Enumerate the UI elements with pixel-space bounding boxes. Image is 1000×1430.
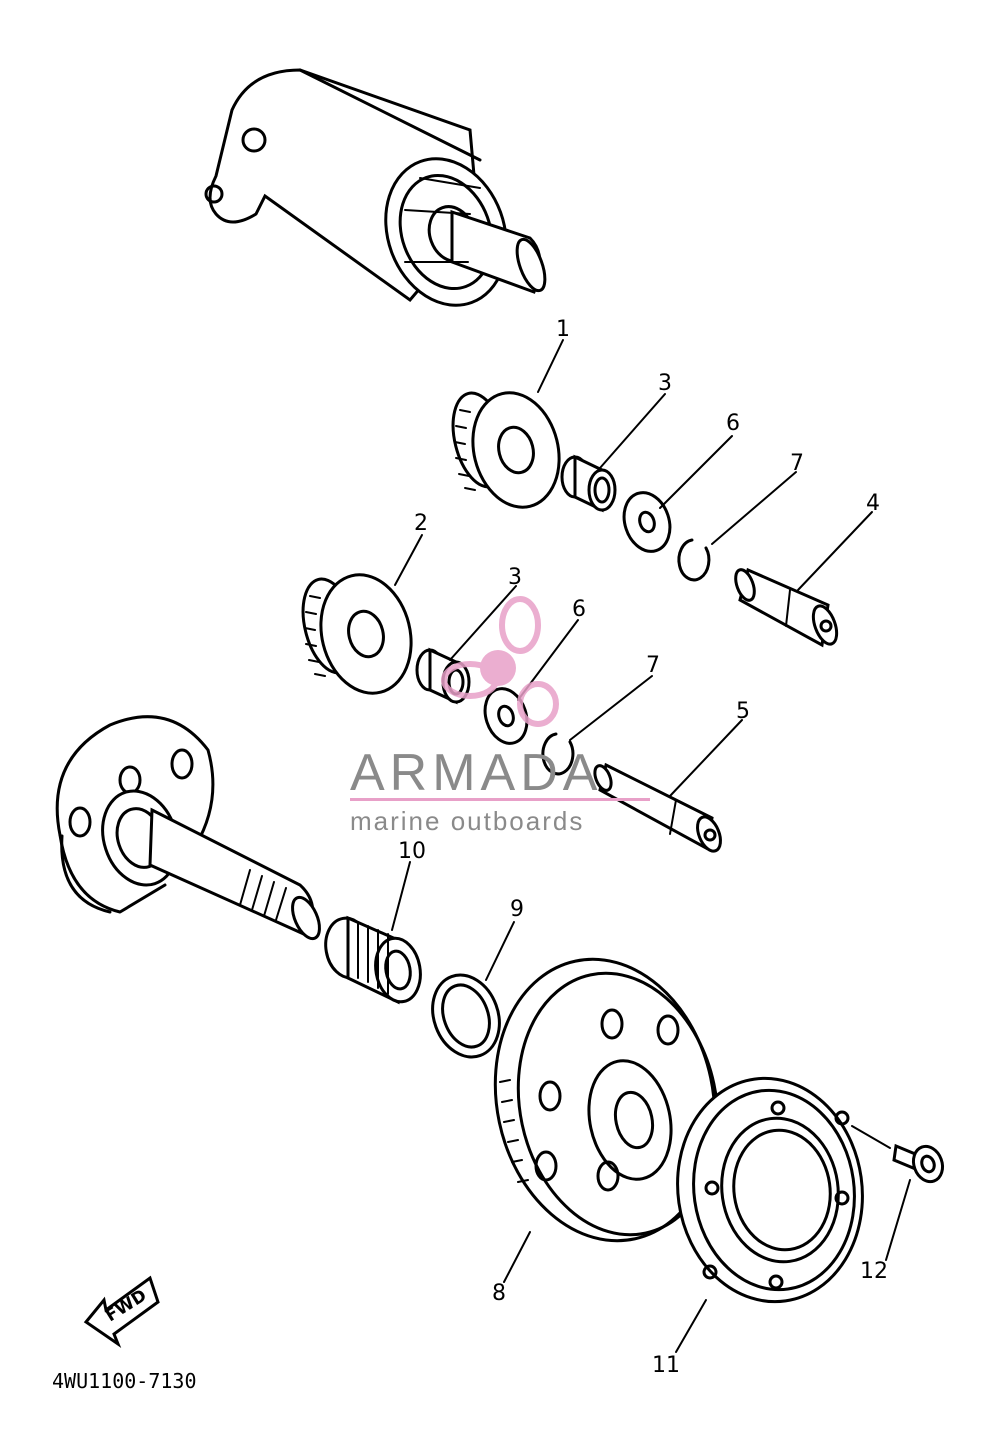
wheel-gear-8	[493, 957, 720, 1243]
propeller-logo-icon	[441, 596, 559, 727]
one-way-clutch-11	[676, 1076, 864, 1304]
callout-10: 10	[398, 839, 426, 864]
circlip-7-lower	[541, 732, 575, 776]
needle-bearing-10	[324, 915, 422, 1005]
callout-7-upper: 7	[790, 451, 804, 476]
idler-gear-1	[451, 391, 561, 509]
washer-6-upper	[622, 491, 672, 553]
callout-3-upper: 3	[658, 371, 672, 396]
watermark-name: ARMADA	[350, 744, 602, 802]
needle-bearing-3-upper	[560, 454, 617, 513]
idler-gear-2	[301, 573, 413, 695]
clutch-shaft-assembly	[55, 715, 321, 941]
callout-1: 1	[556, 317, 570, 342]
callout-8: 8	[492, 1281, 506, 1306]
callout-12: 12	[860, 1259, 888, 1284]
callout-4: 4	[866, 491, 880, 516]
fwd-direction-arrow: FWD	[83, 1275, 160, 1349]
shaft-4	[734, 567, 839, 648]
callout-5: 5	[736, 699, 750, 724]
leader-lines	[391, 339, 911, 1353]
callout-6-upper: 6	[726, 411, 740, 436]
callout-7-lower: 7	[646, 653, 660, 678]
shaft-5	[593, 762, 722, 853]
callout-3-lower: 3	[508, 565, 522, 590]
watermark-divider	[350, 798, 650, 801]
armada-watermark: ARMADA marine outboards	[350, 596, 650, 836]
part-code: 4WU1100-7130	[52, 1369, 197, 1393]
circlip-7-upper	[677, 538, 711, 582]
starter-motor-drawing	[204, 68, 547, 307]
callout-6-lower: 6	[572, 597, 586, 622]
callout-labels: 1 2 3 3 4 5 6 6 7 7 8 9 10 11 12	[398, 317, 888, 1378]
callout-9: 9	[510, 897, 524, 922]
washer-6-lower	[483, 687, 529, 745]
callout-11: 11	[652, 1353, 680, 1378]
washer-9	[431, 973, 501, 1059]
bolt-12	[892, 1143, 945, 1184]
watermark-tagline: marine outboards	[350, 806, 584, 836]
callout-2: 2	[414, 511, 428, 536]
